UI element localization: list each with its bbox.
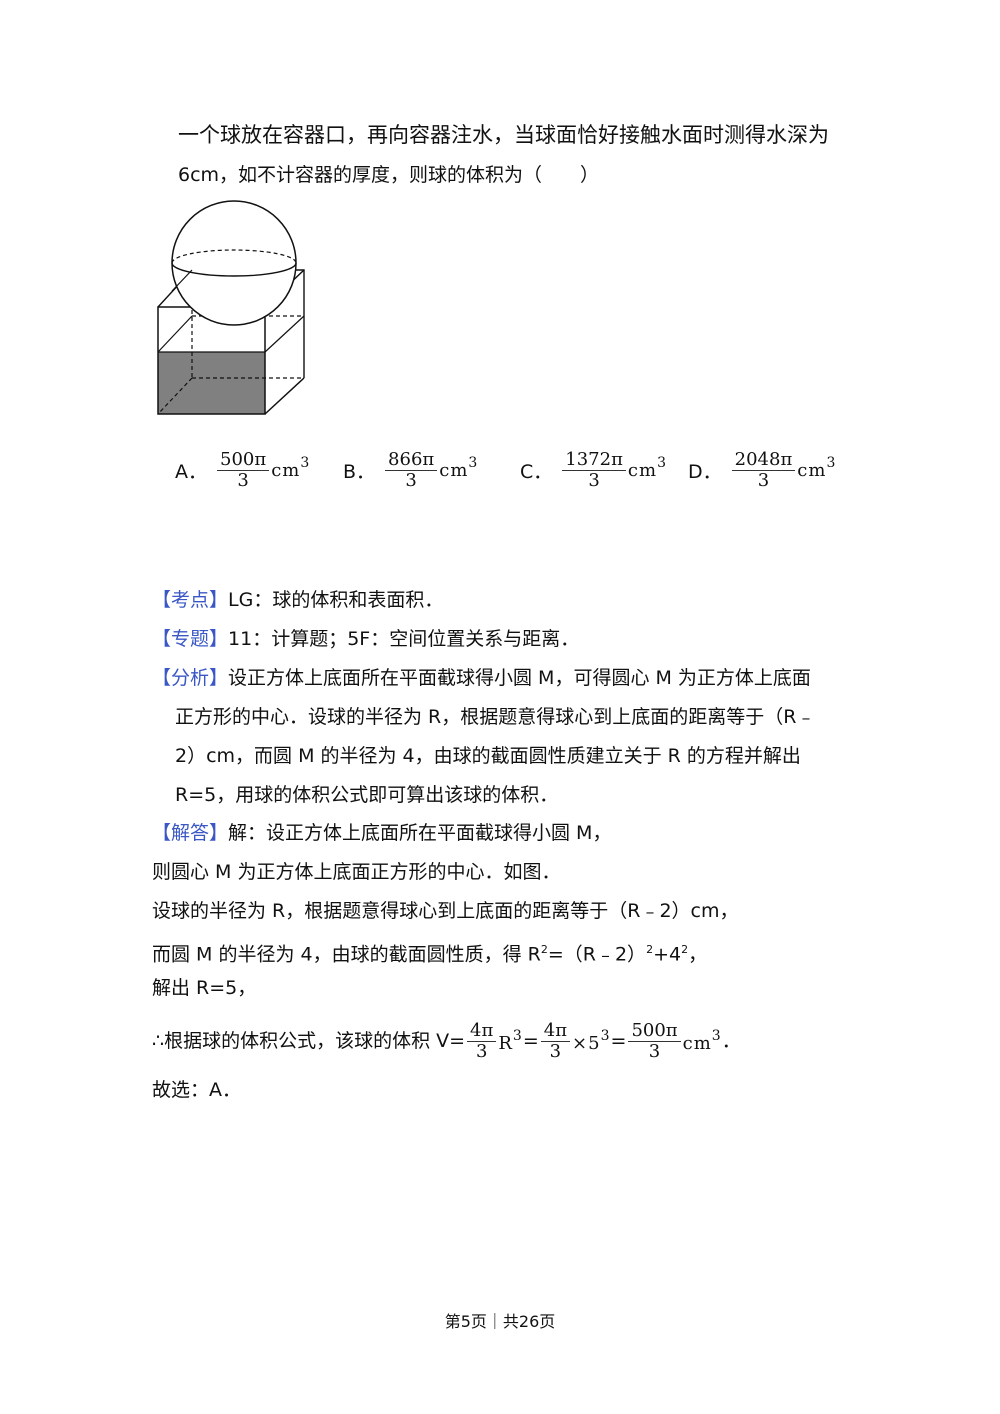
- fenxi-line-3: 2）cm，而圆 M 的半径为 4，由球的截面圆性质建立关于 R 的方程并解出: [175, 745, 801, 767]
- sphere-equator-back: [171, 249, 297, 264]
- option-c-unit: cm3: [627, 455, 667, 481]
- option-d-unit: cm3: [797, 455, 837, 481]
- solution-line-2: 则圆心 M 为正方体上底面正方形的中心．如图．: [152, 861, 561, 883]
- fenxi-line-2: 正方形的中心．设球的半径为 R，根据题意得球心到上底面的距离等于（R﹣: [175, 706, 816, 728]
- page-footer: 第5页｜共26页: [444, 1312, 556, 1331]
- solution-line-5: 解出 R=5，: [152, 977, 257, 999]
- fenxi-line-1: 【分析】设正方体上底面所在平面截球得小圆 M，可得圆心 M 为正方体上底面: [152, 667, 811, 689]
- question-line-2: 6cm，如不计容器的厚度，则球的体积为（ ）: [178, 164, 600, 186]
- sphere: [171, 200, 297, 326]
- solution-tag: 【解答】: [152, 822, 229, 844]
- solution-line-4: 而圆 M 的半径为 4，由球的截面圆性质，得 R2=（R﹣2）2+42，: [152, 943, 708, 966]
- kaodian-tag: 【考点】: [152, 589, 229, 611]
- fenxi-tag: 【分析】: [152, 667, 229, 689]
- zhuanti-line: 【专题】11：计算题；5F：空间位置关系与距离．: [152, 628, 580, 650]
- solution-line-1: 【解答】解：设正方体上底面所在平面截球得小圆 M，: [152, 822, 612, 844]
- solution-line-3: 设球的半径为 R，根据题意得球心到上底面的距离等于（R﹣2）cm，: [152, 900, 739, 922]
- solution-line-7: 故选：A．: [152, 1079, 241, 1101]
- zhuanti-tag: 【专题】: [152, 628, 229, 650]
- sphere-equator-front: [171, 262, 297, 277]
- option-a-unit: cm3: [271, 455, 311, 481]
- question-line-1: 一个球放在容器口，再向容器注水，当球面恰好接触水面时测得水深为: [178, 123, 829, 147]
- sphere-container-figure: [157, 200, 305, 415]
- option-b-unit: cm3: [439, 455, 479, 481]
- water-fill: [158, 352, 265, 414]
- fenxi-line-4: R=5，用球的体积公式即可算出该球的体积．: [175, 784, 559, 806]
- kaodian-line: 【考点】LG：球的体积和表面积．: [152, 589, 444, 611]
